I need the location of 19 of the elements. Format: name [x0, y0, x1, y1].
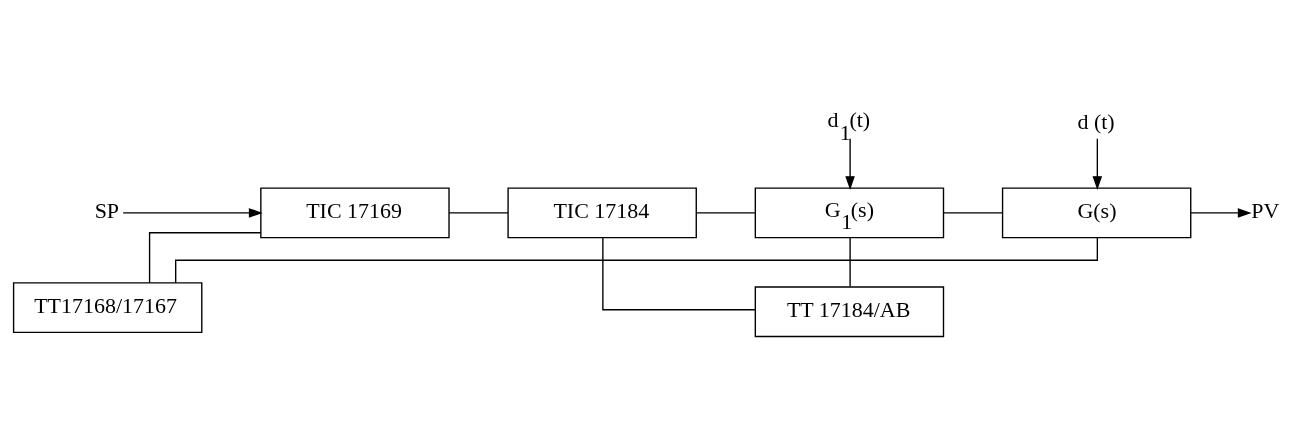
node-text: d (t): [1077, 108, 1115, 134]
node-box: TIC 17184: [507, 186, 697, 238]
node-box: TT17168/17167: [12, 281, 203, 333]
arrow: [1190, 207, 1252, 218]
arrow: [845, 137, 855, 190]
arrow: [1092, 137, 1103, 190]
node-text: SP: [94, 197, 120, 223]
connector: [942, 211, 1003, 214]
connector: [175, 236, 1099, 284]
node-box: TIC 17169: [260, 186, 450, 238]
connector: [148, 231, 262, 283]
connector: [849, 236, 851, 287]
connector: [448, 211, 509, 214]
node-box: TT 17184/AB: [754, 285, 945, 337]
node-box: G(s): [1001, 186, 1192, 238]
connector: [602, 236, 756, 310]
node-text: PV: [1251, 197, 1280, 223]
connector: [695, 211, 756, 214]
arrow: [122, 207, 263, 218]
